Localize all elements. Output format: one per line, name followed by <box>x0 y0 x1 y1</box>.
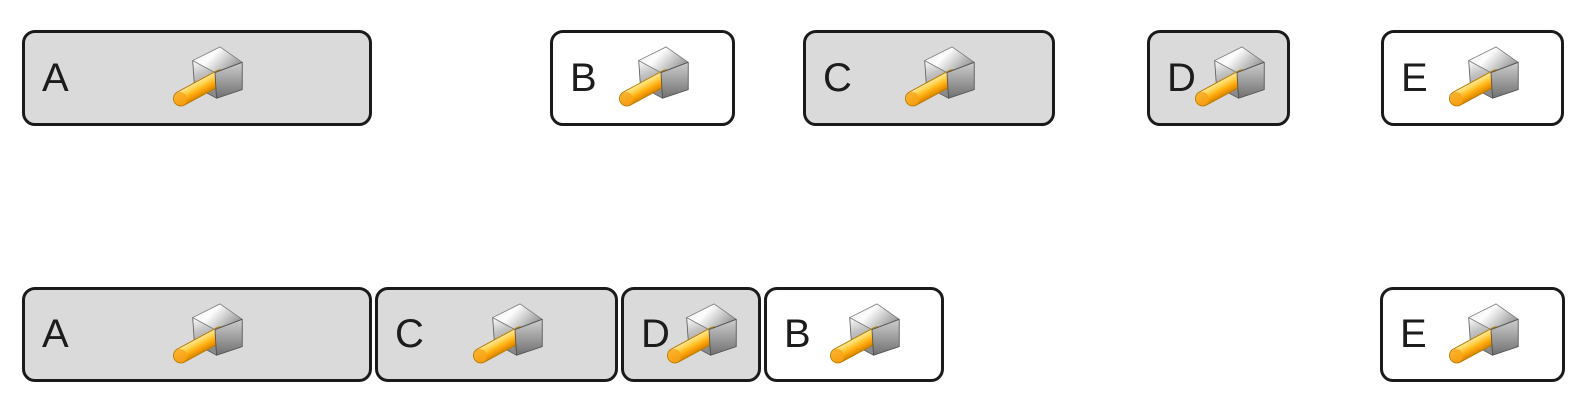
task-tile-a[interactable]: A <box>22 287 372 382</box>
hammer-icon <box>1441 45 1521 111</box>
tile-label: C <box>395 312 424 356</box>
hammer-icon <box>611 45 691 111</box>
tile-label: B <box>570 55 597 100</box>
tile-label: C <box>823 55 852 100</box>
task-tile-d[interactable]: D <box>621 287 761 382</box>
bottom-row: A C D B E <box>0 287 1587 382</box>
hammer-icon <box>165 302 245 368</box>
task-tile-c[interactable]: C <box>803 30 1055 126</box>
hammer-icon <box>1187 45 1267 111</box>
tile-label: A <box>42 55 69 100</box>
tile-label: A <box>42 312 69 356</box>
tile-label: E <box>1400 312 1427 356</box>
task-tile-d[interactable]: D <box>1147 30 1290 126</box>
tile-label: D <box>641 312 670 356</box>
tile-label: D <box>1167 55 1196 100</box>
tile-label: E <box>1401 55 1428 100</box>
task-tile-e[interactable]: E <box>1380 287 1565 382</box>
hammer-icon <box>165 45 245 111</box>
hammer-icon <box>1441 302 1521 368</box>
top-row: A B C D E <box>0 30 1587 126</box>
task-tile-e[interactable]: E <box>1381 30 1564 126</box>
task-tile-a[interactable]: A <box>22 30 372 126</box>
hammer-icon <box>465 302 545 368</box>
hammer-icon <box>659 302 739 368</box>
task-tile-b[interactable]: B <box>764 287 944 382</box>
hammer-icon <box>822 302 902 368</box>
task-tile-b[interactable]: B <box>550 30 735 126</box>
task-tile-c[interactable]: C <box>375 287 618 382</box>
tile-label: B <box>784 312 811 356</box>
hammer-icon <box>897 45 977 111</box>
